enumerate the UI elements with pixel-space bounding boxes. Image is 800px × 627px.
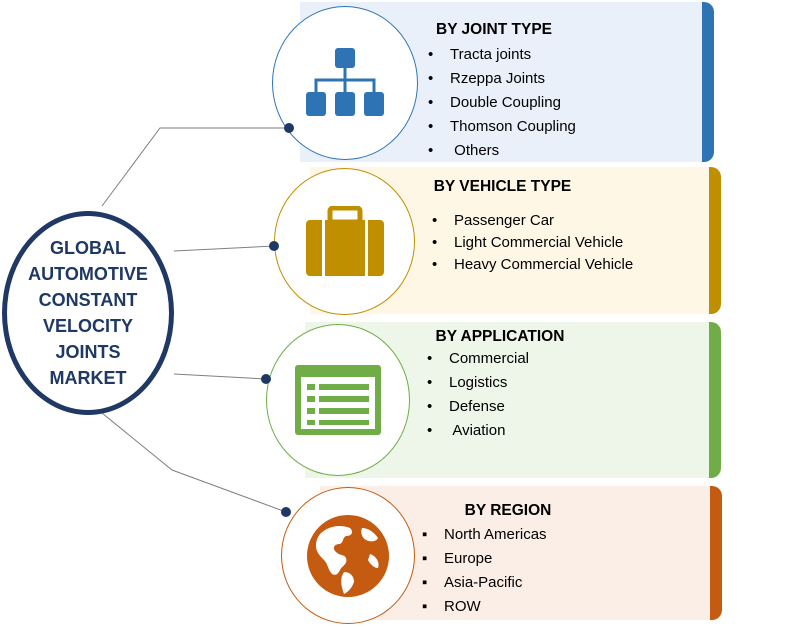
list-item: •Logistics bbox=[427, 374, 508, 391]
segment-title: BY APPLICATION bbox=[435, 328, 565, 345]
segment-title: BY JOINT TYPE bbox=[436, 21, 552, 38]
org-chart-icon bbox=[306, 48, 384, 116]
list-item: •Light Commercial Vehicle bbox=[432, 234, 624, 251]
connector-dot bbox=[261, 374, 271, 384]
list-item: •Thomson Coupling bbox=[428, 118, 576, 135]
connector-line-vehicle-type bbox=[173, 245, 275, 252]
hub-title: GLOBAL AUTOMOTIVE CONSTANT VELOCITY JOIN… bbox=[28, 238, 148, 388]
market-hub-circle: GLOBAL AUTOMOTIVE CONSTANT VELOCITY JOIN… bbox=[2, 211, 174, 415]
list-item: •Double Coupling bbox=[428, 94, 561, 111]
list-item: •Commercial bbox=[427, 350, 530, 367]
list-item: ▪Europe bbox=[422, 550, 493, 567]
segment-title: BY REGION bbox=[464, 502, 552, 519]
list-item: •Rzeppa Joints bbox=[428, 70, 546, 87]
list-item: •Passenger Car bbox=[432, 212, 555, 229]
connector-dot bbox=[281, 507, 291, 517]
connector-line-application bbox=[173, 373, 267, 380]
list-item: •Tracta joints bbox=[428, 46, 532, 63]
segment-items: ▪North Americas ▪Europe ▪Asia-Pacific ▪R… bbox=[422, 523, 547, 619]
list-item: ▪Asia-Pacific bbox=[422, 574, 523, 591]
connector-dot bbox=[269, 241, 279, 251]
list-item: • Others bbox=[428, 142, 500, 159]
segment-badge-joint-type bbox=[272, 6, 418, 160]
connector-line-region bbox=[101, 412, 287, 513]
connector-dot bbox=[284, 123, 294, 133]
segment-items: •Passenger Car •Light Commercial Vehicle… bbox=[432, 210, 633, 276]
list-item: •Defense bbox=[427, 398, 505, 415]
suitcase-icon bbox=[305, 205, 384, 276]
list-item: • Aviation bbox=[427, 422, 506, 439]
segment-badge-region bbox=[281, 487, 415, 624]
connector-line-joint-type bbox=[101, 127, 289, 207]
globe-icon bbox=[307, 514, 389, 597]
segment-badge-vehicle-type bbox=[274, 168, 415, 315]
segment-items: •Tracta joints •Rzeppa Joints •Double Co… bbox=[428, 43, 576, 163]
segment-title: BY VEHICLE TYPE bbox=[433, 178, 572, 195]
list-item: •Heavy Commercial Vehicle bbox=[432, 256, 634, 273]
segment-items: •Commercial •Logistics •Defense • Aviati… bbox=[427, 347, 529, 443]
list-item: ▪North Americas bbox=[422, 526, 547, 543]
list-window-icon bbox=[295, 365, 381, 435]
list-item: ▪ROW bbox=[422, 598, 481, 615]
segment-badge-application bbox=[266, 324, 410, 476]
